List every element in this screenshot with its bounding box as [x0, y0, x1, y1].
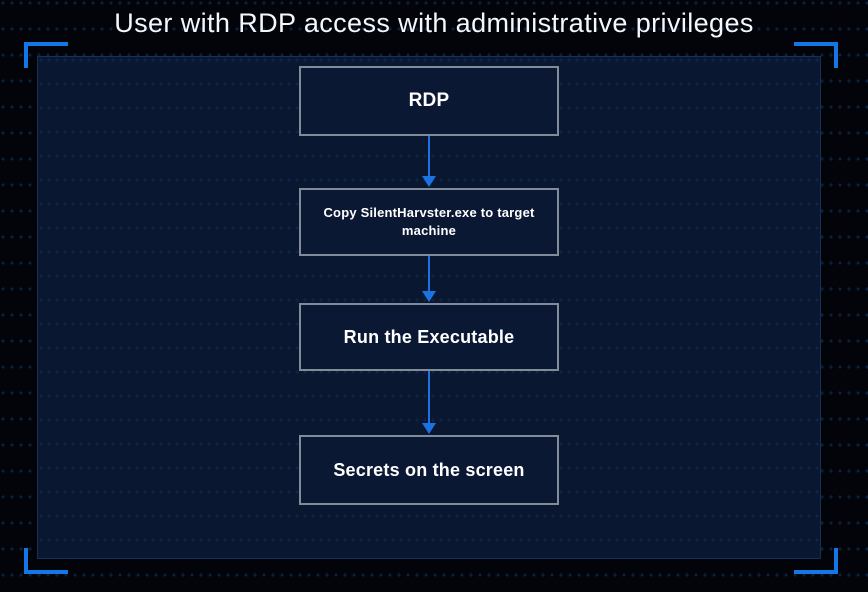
flow-arrow-2 — [421, 256, 437, 302]
corner-bracket-top-left-icon — [24, 42, 68, 68]
diagram-panel: RDP Copy SilentHarvster.exe to target ma… — [37, 56, 821, 559]
flow-node-label: Run the Executable — [343, 326, 515, 347]
arrowhead-down-icon — [422, 423, 436, 434]
flow-node-copy-executable: Copy SilentHarvster.exe to target machin… — [299, 188, 559, 256]
arrow-line — [428, 256, 430, 292]
arrowhead-down-icon — [422, 176, 436, 187]
corner-bracket-bottom-left-icon — [24, 548, 68, 574]
flow-node-label: Secrets on the screen — [333, 459, 525, 480]
arrow-line — [428, 136, 430, 177]
arrowhead-down-icon — [422, 291, 436, 302]
flow-arrow-1 — [421, 136, 437, 187]
flow-node-label: Copy SilentHarvster.exe to target machin… — [323, 205, 535, 238]
flow-node-secrets-on-screen: Secrets on the screen — [299, 435, 559, 505]
flow-node-rdp: RDP — [299, 66, 559, 136]
corner-bracket-top-right-icon — [794, 42, 838, 68]
corner-bracket-bottom-right-icon — [794, 548, 838, 574]
flow-arrow-3 — [421, 371, 437, 434]
flow-node-run-executable: Run the Executable — [299, 303, 559, 371]
arrow-line — [428, 371, 430, 424]
flow-node-label: RDP — [408, 90, 450, 111]
diagram-title: User with RDP access with administrative… — [114, 8, 754, 38]
